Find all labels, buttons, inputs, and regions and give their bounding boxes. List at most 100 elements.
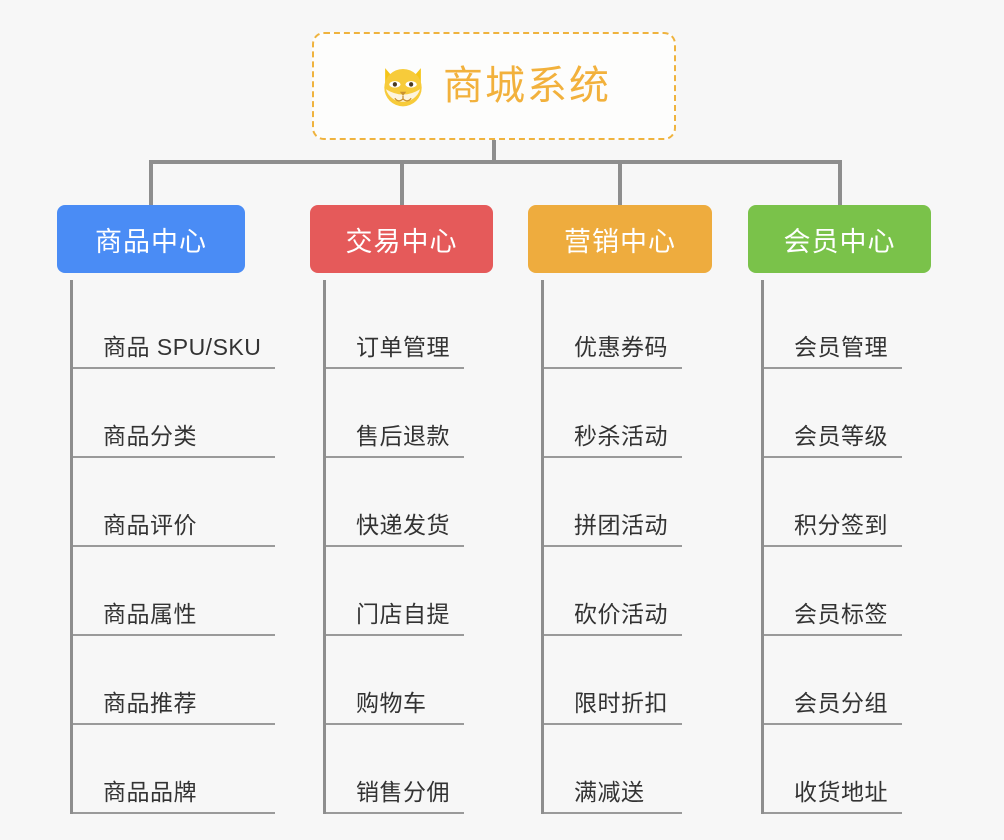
leaf-label: 商品属性 bbox=[103, 601, 197, 627]
branch-header-0[interactable]: 商品中心 bbox=[57, 205, 245, 273]
leaf-item[interactable]: 优惠券码 bbox=[541, 280, 682, 369]
leaf-underline bbox=[764, 545, 902, 547]
branch-header-label: 会员中心 bbox=[783, 226, 896, 257]
leaf-underline bbox=[764, 723, 902, 725]
branch-spine bbox=[70, 280, 73, 814]
leaf-item[interactable]: 门店自提 bbox=[323, 547, 464, 636]
connector-horizontal-bus bbox=[149, 160, 840, 164]
leaf-item[interactable]: 会员标签 bbox=[761, 547, 902, 636]
leaf-label: 门店自提 bbox=[356, 601, 450, 627]
leaf-label: 商品推荐 bbox=[103, 690, 197, 716]
leaf-item[interactable]: 商品推荐 bbox=[70, 636, 276, 725]
leaf-underline bbox=[73, 812, 276, 814]
leaf-list-1: 订单管理售后退款快递发货门店自提购物车销售分佣 bbox=[323, 280, 464, 814]
connector-root-stem bbox=[492, 140, 496, 164]
leaf-item[interactable]: 积分签到 bbox=[761, 458, 902, 547]
leaf-label: 会员等级 bbox=[794, 423, 888, 449]
leaf-underline bbox=[326, 634, 464, 636]
leaf-label: 砍价活动 bbox=[574, 601, 668, 627]
leaf-item[interactable]: 商品属性 bbox=[70, 547, 276, 636]
leaf-underline bbox=[764, 634, 902, 636]
leaf-item[interactable]: 会员管理 bbox=[761, 280, 902, 369]
leaf-list-0: 商品 SPU/SKU 商品分类商品评价商品属性商品推荐商品品牌 bbox=[70, 280, 276, 814]
leaf-item[interactable]: 收货地址 bbox=[761, 725, 902, 814]
leaf-item[interactable]: 秒杀活动 bbox=[541, 369, 682, 458]
leaf-label: 商品分类 bbox=[103, 423, 197, 449]
leaf-underline bbox=[544, 812, 682, 814]
branch-header-label: 交易中心 bbox=[345, 226, 458, 257]
leaf-label: 限时折扣 bbox=[574, 690, 668, 716]
leaf-label: 优惠券码 bbox=[574, 334, 668, 360]
leaf-underline bbox=[544, 545, 682, 547]
leaf-label: 购物车 bbox=[356, 690, 427, 716]
leaf-underline bbox=[544, 456, 682, 458]
leaf-list-2: 优惠券码秒杀活动拼团活动砍价活动限时折扣满减送 bbox=[541, 280, 682, 814]
branch-column-0: 商品 SPU/SKU 商品分类商品评价商品属性商品推荐商品品牌 bbox=[70, 280, 276, 814]
leaf-label: 会员标签 bbox=[794, 601, 888, 627]
leaf-item[interactable]: 商品分类 bbox=[70, 369, 276, 458]
branch-column-1: 订单管理售后退款快递发货门店自提购物车销售分佣 bbox=[323, 280, 464, 814]
leaf-underline bbox=[73, 634, 276, 636]
branch-header-2[interactable]: 营销中心 bbox=[528, 205, 712, 273]
leaf-item[interactable]: 会员等级 bbox=[761, 369, 902, 458]
leaf-underline bbox=[764, 456, 902, 458]
leaf-item[interactable]: 商品品牌 bbox=[70, 725, 276, 814]
branch-header-1[interactable]: 交易中心 bbox=[310, 205, 493, 273]
branch-header-label: 商品中心 bbox=[95, 226, 207, 257]
leaf-label: 满减送 bbox=[574, 779, 645, 805]
branch-header-3[interactable]: 会员中心 bbox=[748, 205, 931, 273]
leaf-item[interactable]: 会员分组 bbox=[761, 636, 902, 725]
leaf-underline bbox=[544, 367, 682, 369]
leaf-item[interactable]: 拼团活动 bbox=[541, 458, 682, 547]
branch-spine bbox=[761, 280, 764, 814]
leaf-item[interactable]: 购物车 bbox=[323, 636, 464, 725]
leaf-item[interactable]: 订单管理 bbox=[323, 280, 464, 369]
leaf-underline bbox=[73, 456, 276, 458]
leaf-label: 订单管理 bbox=[356, 334, 450, 360]
leaf-underline bbox=[764, 812, 902, 814]
branch-spine bbox=[541, 280, 544, 814]
leaf-item[interactable]: 售后退款 bbox=[323, 369, 464, 458]
leaf-underline bbox=[326, 545, 464, 547]
connector-branch-1 bbox=[400, 160, 404, 208]
leaf-label: 积分签到 bbox=[794, 512, 888, 538]
leaf-item[interactable]: 销售分佣 bbox=[323, 725, 464, 814]
leaf-label: 商品品牌 bbox=[103, 779, 197, 805]
leaf-item[interactable]: 砍价活动 bbox=[541, 547, 682, 636]
root-title: 商城系统 bbox=[443, 64, 611, 108]
branch-column-3: 会员管理会员等级积分签到会员标签会员分组收货地址 bbox=[761, 280, 902, 814]
connector-branch-2 bbox=[618, 160, 622, 208]
leaf-underline bbox=[544, 723, 682, 725]
leaf-underline bbox=[764, 367, 902, 369]
leaf-label: 销售分佣 bbox=[356, 779, 450, 805]
leaf-underline bbox=[326, 456, 464, 458]
root-node[interactable]: 商城系统 bbox=[312, 32, 676, 140]
leaf-label: 售后退款 bbox=[356, 423, 450, 449]
leaf-label: 商品 SPU/SKU bbox=[103, 334, 262, 360]
leaf-list-3: 会员管理会员等级积分签到会员标签会员分组收货地址 bbox=[761, 280, 902, 814]
leaf-underline bbox=[73, 367, 276, 369]
leaf-item[interactable]: 限时折扣 bbox=[541, 636, 682, 725]
leaf-label: 会员管理 bbox=[794, 334, 888, 360]
leaf-label: 商品评价 bbox=[103, 512, 197, 538]
leaf-underline bbox=[73, 545, 276, 547]
leaf-label: 会员分组 bbox=[794, 690, 888, 716]
connector-branch-0 bbox=[149, 160, 153, 208]
branch-column-2: 优惠券码秒杀活动拼团活动砍价活动限时折扣满减送 bbox=[541, 280, 682, 814]
connector-branch-3 bbox=[838, 160, 842, 208]
leaf-label: 收货地址 bbox=[794, 779, 888, 805]
leaf-item[interactable]: 满减送 bbox=[541, 725, 682, 814]
leaf-underline bbox=[73, 723, 276, 725]
shiba-dog-emoji bbox=[377, 60, 429, 112]
leaf-item[interactable]: 商品 SPU/SKU bbox=[70, 280, 276, 369]
leaf-item[interactable]: 快递发货 bbox=[323, 458, 464, 547]
leaf-label: 拼团活动 bbox=[574, 512, 668, 538]
leaf-item[interactable]: 商品评价 bbox=[70, 458, 276, 547]
branch-header-label: 营销中心 bbox=[564, 226, 676, 257]
leaf-underline bbox=[326, 812, 464, 814]
leaf-label: 秒杀活动 bbox=[574, 423, 668, 449]
leaf-underline bbox=[544, 634, 682, 636]
leaf-label: 快递发货 bbox=[356, 512, 450, 538]
leaf-underline bbox=[326, 367, 464, 369]
